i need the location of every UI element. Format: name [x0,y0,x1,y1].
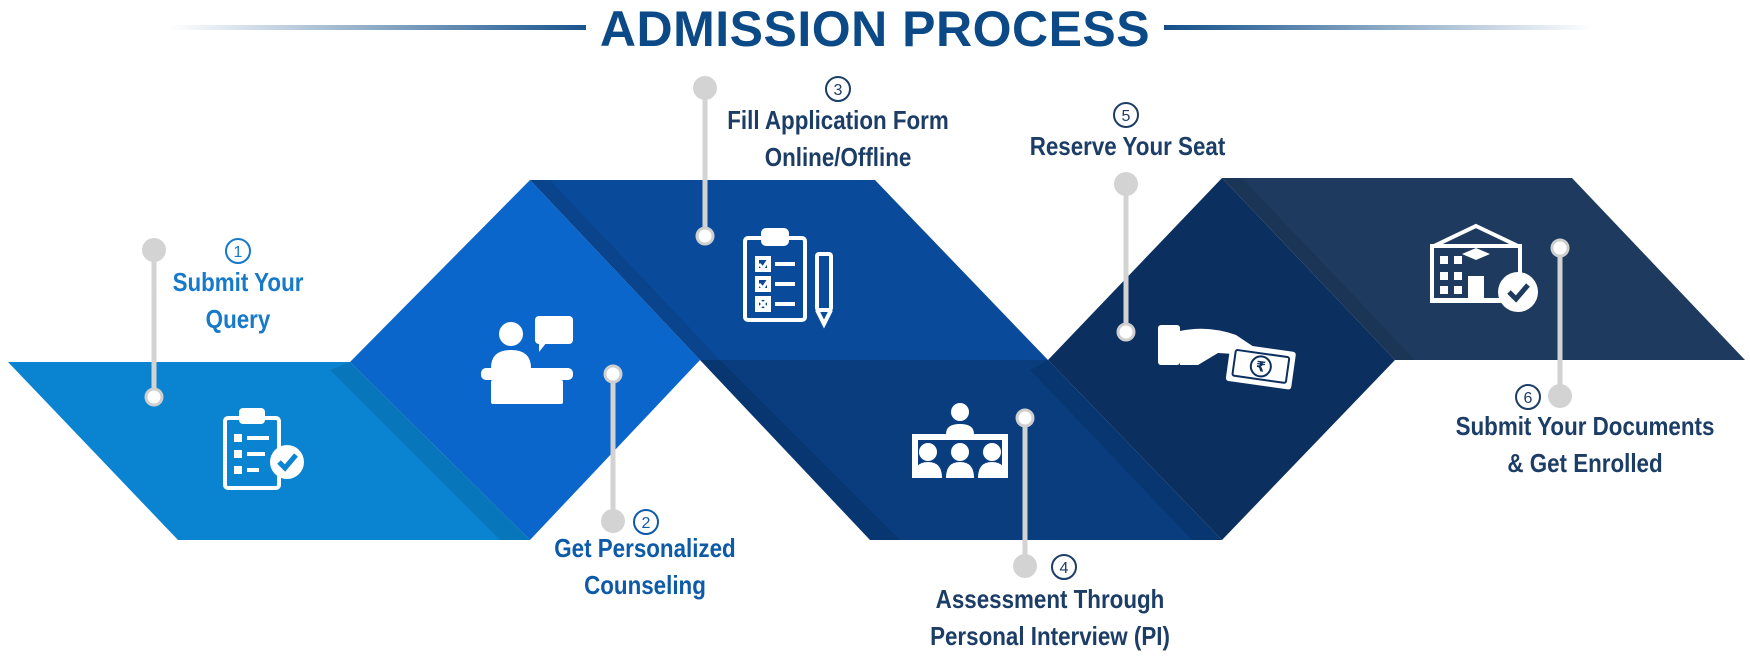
pin-step-1 [142,238,166,407]
title-line-left [170,25,610,30]
title-line-right [1152,25,1592,30]
svg-text:2: 2 [642,515,651,532]
pin-step-3 [693,76,717,246]
fold-shadow [1030,360,1222,540]
step-number-badge: 4 [1051,554,1077,580]
step-number-badge: 1 [225,238,251,264]
pin-step-6 [1548,238,1572,408]
hand-money-icon: ₹ [1158,325,1296,390]
fold-shadow [530,180,720,360]
step-6-label: Submit Your Documents& Get Enrolled [1455,411,1715,478]
svg-text:1: 1 [234,244,243,261]
step-number-badge: 5 [1113,102,1139,128]
clipboard-pencil-icon [743,228,833,329]
step-number-badge: 2 [633,509,659,535]
pin-step-5 [1114,172,1138,342]
pin-step-2 [601,364,625,533]
svg-text:6: 6 [1524,390,1533,407]
counselor-desk-icon [481,316,573,404]
checklist-icon [223,408,304,490]
step-5-ribbon [1048,178,1395,540]
step-6-ribbon [1222,178,1745,360]
pin-step-4 [1013,408,1037,578]
step-number-badge: 6 [1515,384,1541,410]
svg-text:4: 4 [1060,560,1069,577]
fold-shadow [330,362,530,540]
fold-shadow [700,360,900,540]
step-1-ribbon [8,362,530,540]
step-5-label: Reserve Your Seat [1029,131,1226,161]
school-check-icon [1430,223,1538,312]
interview-panel-icon [912,403,1008,478]
fold-shadow [1222,178,1415,360]
step-3-ribbon [530,180,1048,360]
svg-text:₹: ₹ [1255,359,1267,376]
svg-text:5: 5 [1122,108,1131,125]
svg-text:3: 3 [834,82,843,99]
step-number-badge: 3 [825,76,851,102]
page-title: ADMISSION PROCESS [0,0,1750,58]
